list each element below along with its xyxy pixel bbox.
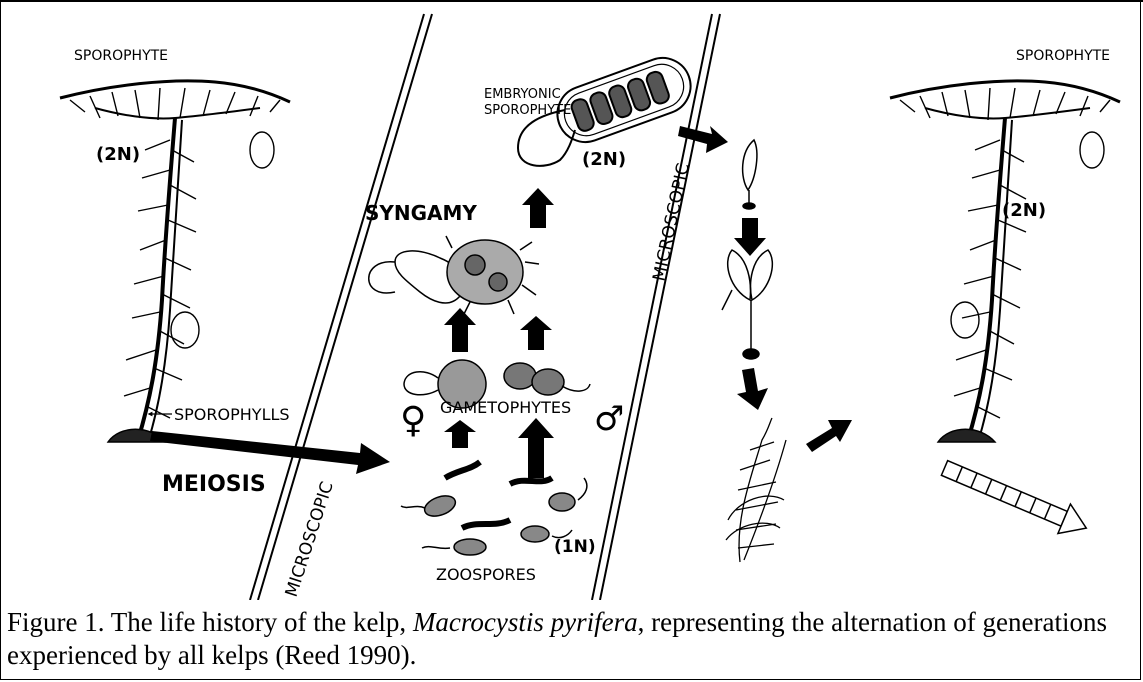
arrow-stage1-to-stage2 [734,218,766,256]
microscopic-right-label: MICROSCOPIC [649,162,693,283]
microscopic-boundary-left [250,14,432,600]
ploidy-right-label: (2N) [1002,200,1046,221]
meiosis-arrow [150,431,390,474]
continuation-arrow [938,453,1092,543]
figure-caption: Figure 1. The life history of the kelp, … [7,606,1127,672]
arrow-female-up [444,308,476,352]
arrow-juvenile-to-adult [806,420,852,452]
adult-sporophyte-right [890,81,1120,442]
embryonic-label-line2: SPOROPHYTE [484,103,571,118]
arrow-zoospores-female [444,420,476,448]
sporophyte-left-label: SPOROPHYTE [74,48,168,64]
juvenile-sporophyte-stage1 [743,140,757,209]
juvenile-sporophyte-stage3 [726,418,786,562]
arrow-male-up [520,316,552,350]
ploidy-zoospores-label: (1N) [554,537,596,557]
embryonic-label-line1: EMBRYONIC [484,87,561,102]
male-symbol: ♂ [594,399,624,439]
arrow-stage2-to-stage3 [737,368,768,410]
kelp-life-cycle-diagram: SPOROPHYTE (2N) SPOROPHYLLS MEIOSIS MICR… [0,0,1143,600]
fertilization-cluster [369,236,539,314]
female-symbol: ♀ [400,400,426,441]
microscopic-left-label: MICROSCOPIC [282,479,338,599]
syngamy-arrow [522,188,554,228]
zoospores-label: ZOOSPORES [436,565,536,584]
male-gametophyte [504,363,590,395]
meiosis-label: MEIOSIS [162,472,266,497]
caption-species: Macrocystis pyrifera [413,607,638,637]
adult-sporophyte-left [60,81,290,442]
sporophyte-right-label: SPOROPHYTE [1016,48,1110,64]
juvenile-sporophyte-stage2 [722,250,772,359]
ploidy-left-label: (2N) [96,144,140,165]
caption-prefix: Figure 1. The life history of the kelp, [7,607,413,637]
gametophytes-label: GAMETOPHYTES [440,398,571,417]
syngamy-label: SYNGAMY [365,201,477,225]
sporophylls-label: SPOROPHYLLS [174,405,290,424]
ploidy-embryo-label: (2N) [582,149,626,170]
arrow-zoospores-male [518,418,554,478]
